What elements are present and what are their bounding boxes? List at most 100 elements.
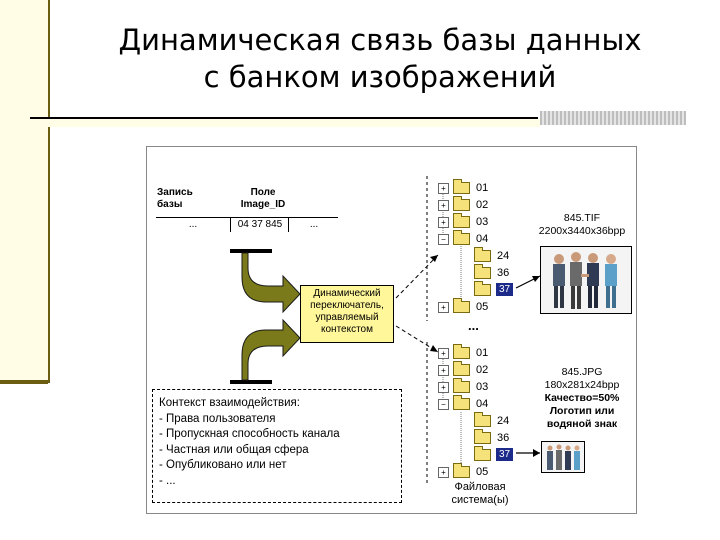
selected-folder-label[interactable]: 37 (496, 283, 514, 296)
open-folder-icon (474, 281, 491, 297)
field-label-line-1: Поле (250, 187, 276, 198)
bottom-file-name: 845.JPG (561, 366, 603, 378)
folder-icon (474, 264, 491, 280)
folder-label: 04 (476, 233, 489, 245)
open-folder-icon (474, 446, 491, 462)
tree-item[interactable]: +01 (438, 179, 489, 196)
folder-label: 24 (497, 415, 510, 427)
bottom-bar (230, 380, 272, 384)
folder-label: 03 (476, 216, 489, 228)
title-line-2: с банком изображений (203, 60, 557, 94)
file-system-label-line-1: Файловая (454, 481, 506, 493)
folder-label: 05 (476, 466, 489, 478)
tree-item[interactable]: +02 (438, 196, 489, 213)
tree-item-selected[interactable] (474, 281, 497, 298)
switch-line-4: контекстом (321, 324, 373, 335)
selected-folder-label[interactable]: 37 (496, 448, 514, 461)
folder-label: 01 (476, 182, 489, 194)
expand-icon[interactable]: + (438, 466, 449, 478)
folder-label: 05 (476, 301, 489, 313)
interaction-heading: Контекст взаимодействия: (159, 397, 300, 409)
switch-to-top-arrowhead (430, 255, 438, 262)
diagram-connectors (230, 176, 541, 486)
expand-icon[interactable]: + (438, 364, 449, 376)
folder-label: 01 (476, 347, 489, 359)
file-system-label-line-2: система(ы) (451, 494, 509, 506)
expand-icon[interactable]: + (438, 347, 449, 359)
tree-item[interactable]: − 04 (438, 395, 489, 412)
bottom-file-quality: Качество=50% (544, 392, 620, 404)
collapse-icon[interactable]: − (438, 398, 449, 410)
expand-icon[interactable]: + (438, 216, 449, 228)
bottom-file-note-line-1: Логотип или (549, 405, 615, 417)
record-label: Запись базы (157, 187, 193, 211)
lower-curved-arrow (241, 318, 301, 381)
tree-item[interactable]: +03 (438, 213, 489, 230)
record-cell-right: ... (288, 218, 339, 232)
slide-title: Динамическая связь базы данных с банком … (60, 22, 700, 96)
expand-icon[interactable]: + (438, 182, 449, 194)
record-label-line-1: Запись (157, 187, 193, 198)
interaction-item: - Частная или общая сфера (159, 443, 309, 456)
switch-line-3: управляемый (315, 312, 379, 323)
people-handshake-small-image (542, 442, 584, 472)
tree-item[interactable]: 24 (474, 247, 510, 264)
folder-label: 24 (497, 250, 510, 262)
folder-icon (474, 429, 491, 445)
tree-item[interactable]: +05 (438, 298, 489, 315)
expand-icon[interactable]: + (438, 301, 449, 313)
top-image-thumbnail (540, 246, 632, 314)
file-system-label: Файловая система(ы) (438, 481, 522, 507)
switch-to-bottom-line (395, 325, 439, 353)
interaction-item: - Пропускная способность канала (159, 428, 340, 440)
top-file-spec: 2200x3440x36bpp (538, 225, 626, 237)
interaction-context-box: Контекст взаимодействия: - Права пользов… (152, 389, 402, 503)
title-rule-pattern (540, 111, 686, 125)
switch-line-1: Динамический (313, 288, 381, 299)
interaction-item: - Опубликовано или нет (159, 459, 287, 471)
tree-item[interactable]: +01 (438, 344, 489, 361)
folder-label: 36 (497, 267, 510, 279)
expand-icon[interactable]: + (438, 381, 449, 393)
interaction-item: - ... (159, 474, 176, 487)
folder-label: 02 (476, 364, 489, 376)
folder-icon (453, 298, 470, 314)
switch-line-2: переключатель, (310, 300, 384, 311)
bottom-file-note-line-2: водяной знак (546, 418, 618, 430)
field-label-line-2: Image_ID (240, 199, 286, 210)
upper-curved-arrow (241, 252, 301, 314)
tree-item[interactable]: − 04 (438, 230, 489, 247)
bottom-file-info: 845.JPG 180x281x24bpp Качество=50% Логот… (534, 366, 630, 431)
folder-icon (453, 230, 470, 246)
folder-icon (453, 196, 470, 212)
top-file-name: 845.TIF (563, 212, 601, 224)
tree-item-selected[interactable] (474, 446, 497, 463)
tree-item[interactable]: 36 (474, 264, 510, 281)
top-bar (230, 249, 272, 253)
tree-item[interactable]: 24 (474, 412, 510, 429)
top-file-info: 845.TIF 2200x3440x36bpp (534, 212, 630, 238)
record-row: ... 04 37 845 ... (156, 217, 338, 238)
left-accent-bar (0, 0, 50, 383)
collapse-icon[interactable]: − (438, 233, 449, 245)
left-accent-bar-base (0, 380, 48, 384)
folder-icon (453, 361, 470, 377)
tree-item[interactable]: +02 (438, 361, 489, 378)
folder-icon (453, 179, 470, 195)
dynamic-switch-box: Динамический переключатель, управляемый … (300, 285, 394, 343)
field-label: Поле Image_ID (237, 187, 289, 211)
folder-icon (453, 463, 470, 479)
bottom-file-spec: 180x281x24bpp (544, 379, 620, 391)
record-cell-image-id: 04 37 845 (230, 218, 289, 232)
interaction-item: - Права пользователя (159, 412, 276, 425)
folder-label: 02 (476, 199, 489, 211)
tree-item[interactable]: +03 (438, 378, 488, 395)
tree-item[interactable]: 36 (474, 429, 510, 446)
folder-label: 04 (476, 398, 489, 410)
title-line-1: Динамическая связь базы данных (118, 23, 642, 57)
expand-icon[interactable]: + (438, 199, 449, 211)
folder-label: 36 (497, 432, 510, 444)
folder-icon (453, 395, 470, 411)
record-cell-left: ... (188, 219, 198, 230)
tree-item[interactable]: +05 (438, 463, 489, 480)
